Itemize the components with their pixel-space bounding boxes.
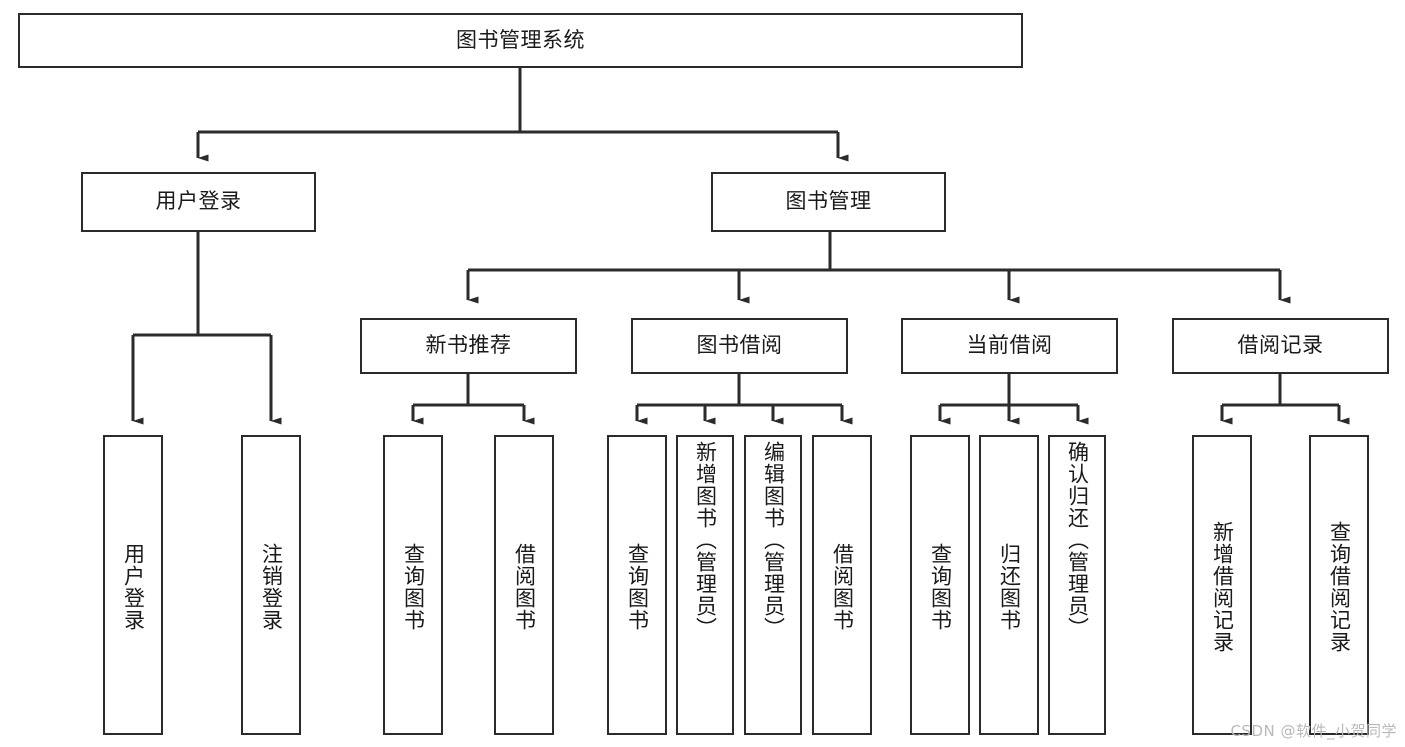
node-user-login[interactable]: 用户登录: [81, 172, 316, 232]
node-label: 借阅记录: [1237, 333, 1324, 358]
node-borrow-record[interactable]: 借阅记录: [1172, 318, 1389, 374]
node-book-management[interactable]: 图书管理: [711, 172, 946, 232]
node-leaf-query-book-current[interactable]: 查询图书: [910, 435, 970, 735]
node-new-book-recommend[interactable]: 新书推荐: [360, 318, 577, 374]
node-label: 借阅图书: [512, 543, 537, 631]
node-leaf-query-book-newbook[interactable]: 查询图书: [383, 435, 443, 735]
node-label: 新书推荐: [425, 333, 512, 358]
node-book-borrow[interactable]: 图书借阅: [631, 318, 848, 374]
node-label: 新增借阅记录: [1210, 521, 1235, 653]
node-label: 查询图书: [928, 543, 953, 631]
node-label: 编辑图书（管理员）: [761, 441, 786, 639]
node-label: 归还图书: [997, 543, 1022, 631]
node-label: 图书管理系统: [456, 27, 585, 52]
node-label: 查询图书: [401, 543, 426, 631]
node-leaf-confirm-return-admin[interactable]: 确认归还（管理员）: [1048, 435, 1106, 735]
node-label: 用户登录: [121, 543, 146, 631]
node-label: 图书管理: [785, 189, 872, 214]
node-leaf-query-borrow-record[interactable]: 查询借阅记录: [1309, 435, 1369, 735]
node-label: 借阅图书: [830, 543, 855, 631]
node-label: 查询图书: [625, 543, 650, 631]
node-root-book-management-system[interactable]: 图书管理系统: [18, 13, 1023, 68]
node-current-borrow[interactable]: 当前借阅: [901, 318, 1118, 374]
node-leaf-logout[interactable]: 注销登录: [241, 435, 301, 735]
node-label: 当前借阅: [966, 333, 1053, 358]
node-label: 用户登录: [155, 189, 242, 214]
node-leaf-return-book[interactable]: 归还图书: [979, 435, 1039, 735]
node-leaf-add-book-admin[interactable]: 新增图书（管理员）: [676, 435, 734, 735]
node-leaf-user-login[interactable]: 用户登录: [103, 435, 163, 735]
node-leaf-borrow-book-newbook[interactable]: 借阅图书: [494, 435, 554, 735]
node-leaf-edit-book-admin[interactable]: 编辑图书（管理员）: [744, 435, 802, 735]
node-label: 新增图书（管理员）: [693, 441, 718, 639]
node-leaf-query-book-borrow[interactable]: 查询图书: [607, 435, 667, 735]
node-label: 查询借阅记录: [1327, 521, 1352, 653]
node-leaf-add-borrow-record[interactable]: 新增借阅记录: [1192, 435, 1252, 735]
node-label: 确认归还（管理员）: [1065, 441, 1090, 639]
node-label: 图书借阅: [696, 333, 783, 358]
node-leaf-borrow-book-borrow[interactable]: 借阅图书: [812, 435, 872, 735]
node-label: 注销登录: [259, 543, 284, 631]
